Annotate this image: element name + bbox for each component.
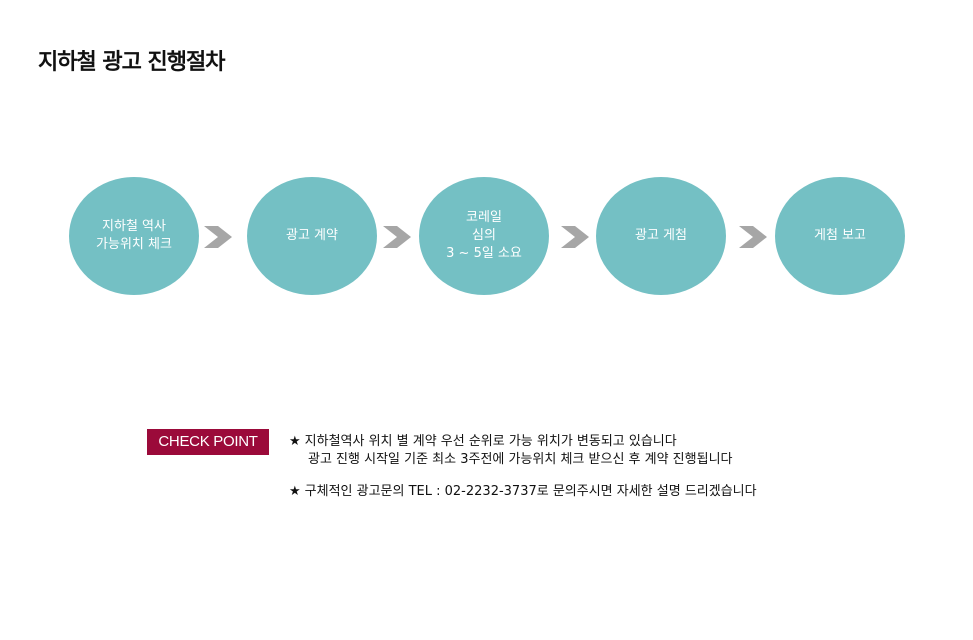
step-label-line: 지하철 역사 bbox=[102, 219, 166, 234]
note-text: 구체적인 광고문의 TEL : 02-2232-3737로 문의주시면 자세한 … bbox=[304, 484, 757, 499]
arrow-right-icon bbox=[739, 226, 767, 248]
step-korail-review: 코레일 심의 3 ~ 5일 소요 bbox=[419, 177, 549, 295]
step-site-check: 지하철 역사 가능위치 체크 bbox=[69, 177, 199, 295]
step-ad-posting: 광고 게첨 bbox=[596, 177, 726, 295]
step-contract: 광고 계약 bbox=[247, 177, 377, 295]
step-label-line: 코레일 bbox=[466, 210, 502, 225]
note-line: ★구체적인 광고문의 TEL : 02-2232-3737로 문의주시면 자세한… bbox=[289, 483, 757, 501]
note-line: ★지하철역사 위치 별 계약 우선 순위로 가능 위치가 변동되고 있습니다 bbox=[289, 433, 757, 451]
step-posting-report: 게첨 보고 bbox=[775, 177, 905, 295]
check-point-badge: CHECK POINT bbox=[147, 429, 269, 455]
step-label-line: 광고 계약 bbox=[286, 228, 338, 243]
step-label-line: 광고 게첨 bbox=[635, 228, 687, 243]
star-icon: ★ bbox=[289, 434, 301, 449]
check-point-notes: ★지하철역사 위치 별 계약 우선 순위로 가능 위치가 변동되고 있습니다 광… bbox=[289, 433, 757, 515]
note-text: 광고 진행 시작일 기준 최소 3주전에 가능위치 체크 받으신 후 계약 진행… bbox=[308, 452, 733, 467]
note-text: 지하철역사 위치 별 계약 우선 순위로 가능 위치가 변동되고 있습니다 bbox=[304, 434, 677, 449]
star-icon: ★ bbox=[289, 484, 301, 499]
arrow-right-icon bbox=[561, 226, 589, 248]
arrow-right-icon bbox=[204, 226, 232, 248]
step-label-line: 가능위치 체크 bbox=[96, 237, 172, 252]
note-item: ★구체적인 광고문의 TEL : 02-2232-3737로 문의주시면 자세한… bbox=[289, 483, 757, 501]
step-label-line: 게첨 보고 bbox=[814, 228, 866, 243]
page-title: 지하철 광고 진행절차 bbox=[38, 50, 225, 75]
note-item: ★지하철역사 위치 별 계약 우선 순위로 가능 위치가 변동되고 있습니다 광… bbox=[289, 433, 757, 469]
arrow-right-icon bbox=[383, 226, 411, 248]
process-flow: 지하철 역사 가능위치 체크 광고 계약 코레일 심의 3 ~ 5일 소요 광고… bbox=[69, 177, 905, 295]
step-label-line: 3 ~ 5일 소요 bbox=[446, 246, 522, 261]
step-label-line: 심의 bbox=[472, 228, 496, 243]
